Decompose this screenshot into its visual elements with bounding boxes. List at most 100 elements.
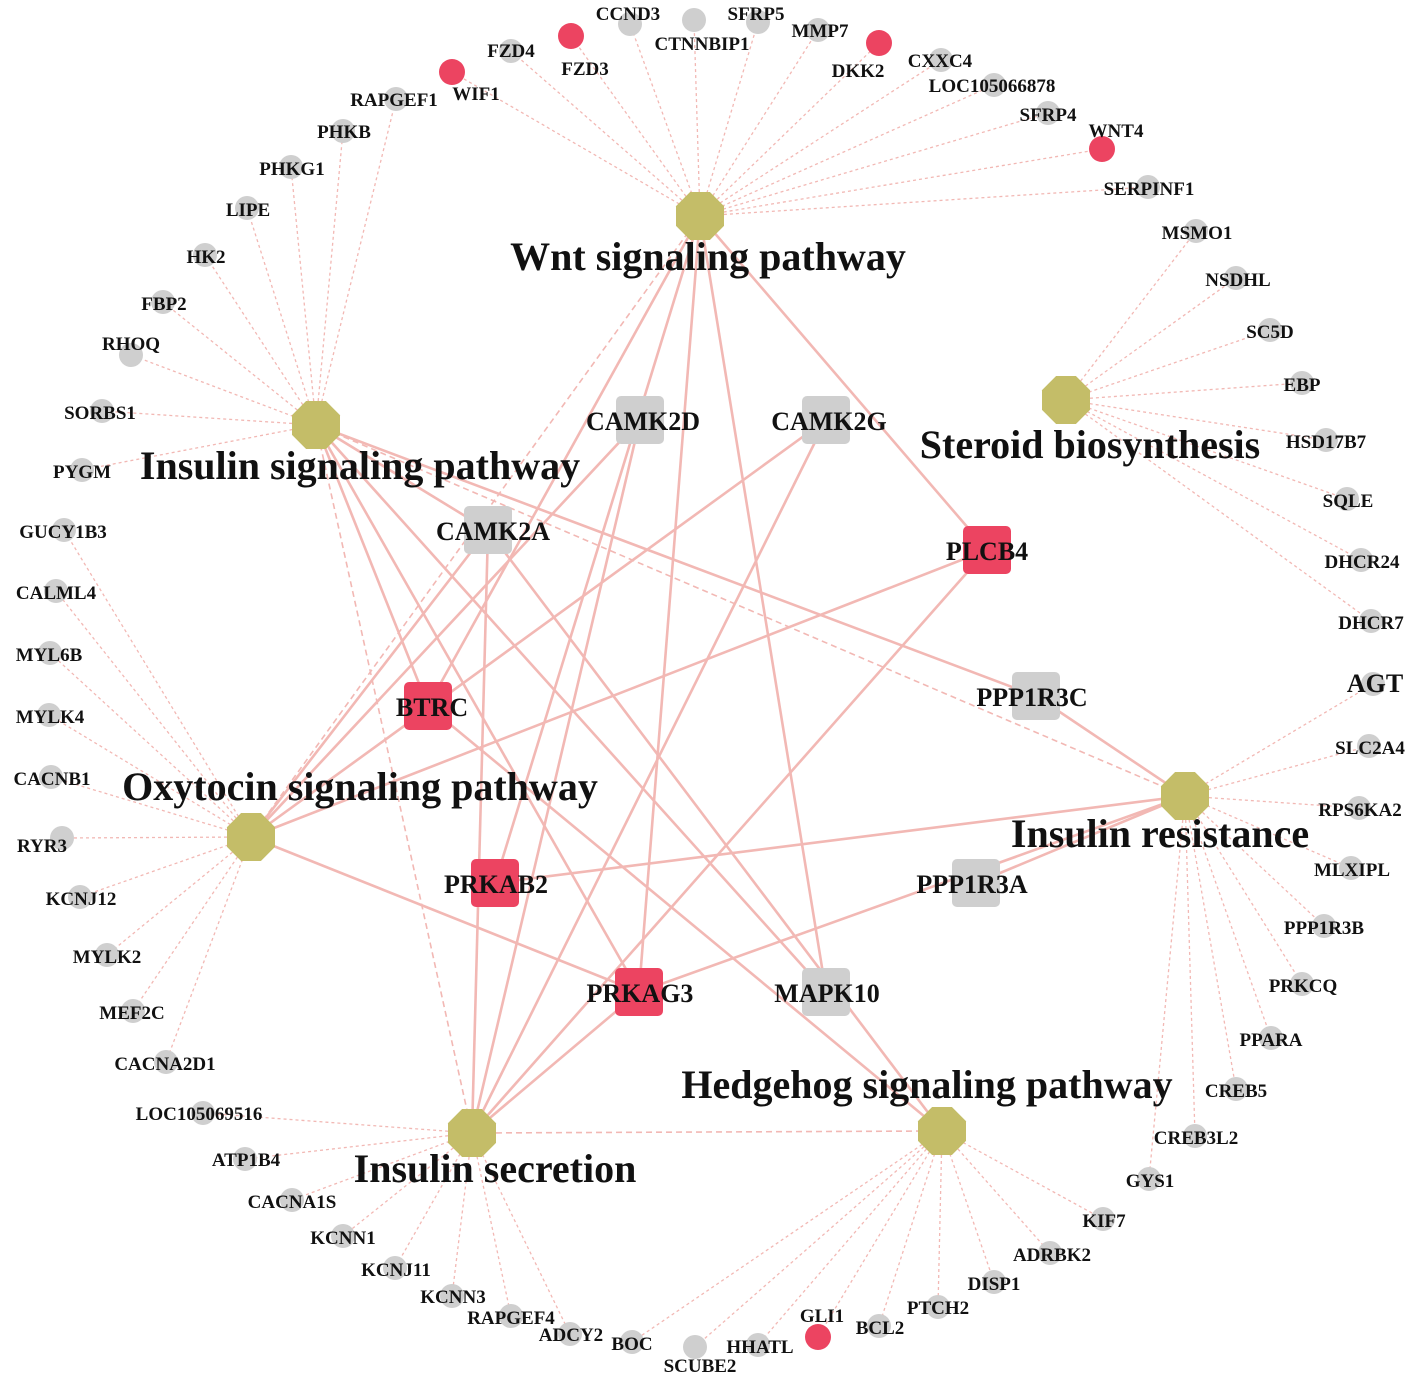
hub-gene-node-prkag3[interactable] <box>615 968 663 1016</box>
gene-node-serpinf1[interactable] <box>1136 175 1160 199</box>
gene-node-ppara[interactable] <box>1259 1026 1283 1050</box>
gene-node-kcnj12[interactable] <box>68 885 92 909</box>
gene-node-gucy1b3[interactable] <box>52 518 76 542</box>
pathway-node-ste[interactable] <box>1042 376 1090 424</box>
gene-node-mlxipl[interactable] <box>1339 856 1363 880</box>
edge-hh-bcl2 <box>878 1130 943 1327</box>
hub-gene-node-prkab2[interactable] <box>471 859 519 907</box>
gene-node-ebp[interactable] <box>1290 371 1314 395</box>
hub-gene-node-camk2a[interactable] <box>464 506 512 554</box>
gene-node-rapgef4[interactable] <box>499 1304 523 1328</box>
gene-node-phkb[interactable] <box>331 119 355 143</box>
pathway-node-isec[interactable] <box>448 1109 496 1157</box>
gene-node-kcnn1[interactable] <box>331 1224 355 1248</box>
gene-node-mylk2[interactable] <box>95 943 119 967</box>
edge-wnt-fzd3 <box>570 35 701 217</box>
gene-node-myl6b[interactable] <box>38 641 62 665</box>
pathway-node-ires[interactable] <box>1161 772 1209 820</box>
gene-node-disp1[interactable] <box>982 1270 1006 1294</box>
gene-node-sqle[interactable] <box>1335 487 1359 511</box>
gene-node-cxxc4[interactable] <box>929 48 953 72</box>
gene-node-nsdhl[interactable] <box>1224 266 1248 290</box>
gene-node-wnt4[interactable] <box>1089 136 1115 162</box>
hub-gene-node-btrc[interactable] <box>404 682 452 730</box>
gene-node-cacna2d1[interactable] <box>154 1050 178 1074</box>
gene-node-rps6ka2[interactable] <box>1347 796 1371 820</box>
gene-node-hhatl[interactable] <box>746 1333 770 1357</box>
gene-node-mef2c[interactable] <box>121 999 145 1023</box>
gene-node-adcy2[interactable] <box>558 1322 582 1346</box>
edge-wnt-ccnd3 <box>629 23 701 217</box>
gene-node-fzd4[interactable] <box>499 39 523 63</box>
gene-node-kcnn3[interactable] <box>440 1284 464 1308</box>
gene-node-sfrp4[interactable] <box>1036 101 1060 125</box>
gene-node-loc105066878[interactable] <box>982 73 1006 97</box>
gene-node-bcl2[interactable] <box>867 1314 891 1338</box>
gene-node-cacnb1[interactable] <box>39 765 63 789</box>
edge-wnt-prkag3 <box>637 215 702 993</box>
gene-node-adrbk2[interactable] <box>1038 1241 1062 1265</box>
hub-gene-node-ppp1r3c[interactable] <box>1012 672 1060 720</box>
gene-node-ptch2[interactable] <box>926 1295 950 1319</box>
gene-node-rhoq[interactable] <box>119 343 143 367</box>
pathway-node-oxy[interactable] <box>227 813 275 861</box>
gene-node-sfrp5[interactable] <box>746 10 770 34</box>
gene-node-rapgef1[interactable] <box>384 87 408 111</box>
gene-node-ctnnbip1[interactable] <box>682 8 706 32</box>
pathway-node-ins[interactable] <box>292 401 340 449</box>
gene-node-dhcr24[interactable] <box>1349 548 1373 572</box>
gene-node-scube2[interactable] <box>683 1335 707 1359</box>
gene-node-dhcr7[interactable] <box>1359 609 1383 633</box>
gene-node-dkk2[interactable] <box>866 30 892 56</box>
gene-node-lipe[interactable] <box>235 196 259 220</box>
edge-hh-scube2 <box>694 1130 943 1348</box>
gene-node-ccnd3[interactable] <box>618 12 642 36</box>
gene-node-kif7[interactable] <box>1091 1207 1115 1231</box>
gene-label-dhcr7: DHCR7 <box>1338 613 1404 634</box>
gene-node-slc2a4[interactable] <box>1357 734 1381 758</box>
hub-gene-node-camk2g[interactable] <box>802 396 850 444</box>
gene-node-sorbs1[interactable] <box>90 399 114 423</box>
gene-node-fzd3[interactable] <box>558 23 584 49</box>
gene-node-wif1[interactable] <box>439 59 465 85</box>
gene-node-boc[interactable] <box>620 1330 644 1354</box>
edge-ins-prkag3 <box>314 424 641 993</box>
gene-node-atp1b4[interactable] <box>233 1147 257 1171</box>
gene-node-mylk4[interactable] <box>37 703 61 727</box>
edge-ins-isec <box>315 424 473 1134</box>
gene-node-cacna1s[interactable] <box>280 1188 304 1212</box>
gene-node-creb5[interactable] <box>1224 1077 1248 1101</box>
gene-node-prkcq[interactable] <box>1290 972 1314 996</box>
gene-node-kcnj11[interactable] <box>383 1256 407 1280</box>
gene-node-sc5d[interactable] <box>1258 318 1282 342</box>
gene-node-gli1[interactable] <box>805 1324 831 1350</box>
gene-label-wnt4: WNT4 <box>1089 121 1144 142</box>
gene-node-ppp1r3b[interactable] <box>1312 914 1336 938</box>
hub-gene-node-camk2d[interactable] <box>616 396 664 444</box>
gene-node-msmo1[interactable] <box>1184 219 1208 243</box>
gene-node-pygm[interactable] <box>70 458 94 482</box>
gene-node-ryr3[interactable] <box>50 826 74 850</box>
gene-label-ebp: EBP <box>1284 375 1321 396</box>
pathway-node-wnt[interactable] <box>676 192 724 240</box>
gene-node-gys1[interactable] <box>1137 1167 1161 1191</box>
gene-node-creb3l2[interactable] <box>1183 1124 1207 1148</box>
hub-gene-node-mapk10[interactable] <box>802 968 850 1016</box>
gene-node-calml4[interactable] <box>44 579 68 603</box>
gene-label-rhoq: RHOQ <box>102 334 160 355</box>
gene-label-disp1: DISP1 <box>968 1274 1021 1295</box>
gene-node-hsd17b7[interactable] <box>1314 428 1338 452</box>
gene-node-phkg1[interactable] <box>279 155 303 179</box>
gene-node-agt[interactable] <box>1361 672 1385 696</box>
gene-node-hk2[interactable] <box>193 243 217 267</box>
gene-node-loc105069516[interactable] <box>191 1101 215 1125</box>
hub-gene-node-plcb4[interactable] <box>963 526 1011 574</box>
hub-gene-node-ppp1r3a[interactable] <box>952 859 1000 907</box>
gene-node-mmp7[interactable] <box>806 18 830 42</box>
gene-label-ptch2: PTCH2 <box>907 1298 969 1319</box>
gene-label-rapgef1: RAPGEF1 <box>350 90 438 111</box>
edge-wnt-wnt4 <box>699 148 1103 217</box>
gene-node-fbp2[interactable] <box>151 290 175 314</box>
pathway-node-hh[interactable] <box>918 1107 966 1155</box>
